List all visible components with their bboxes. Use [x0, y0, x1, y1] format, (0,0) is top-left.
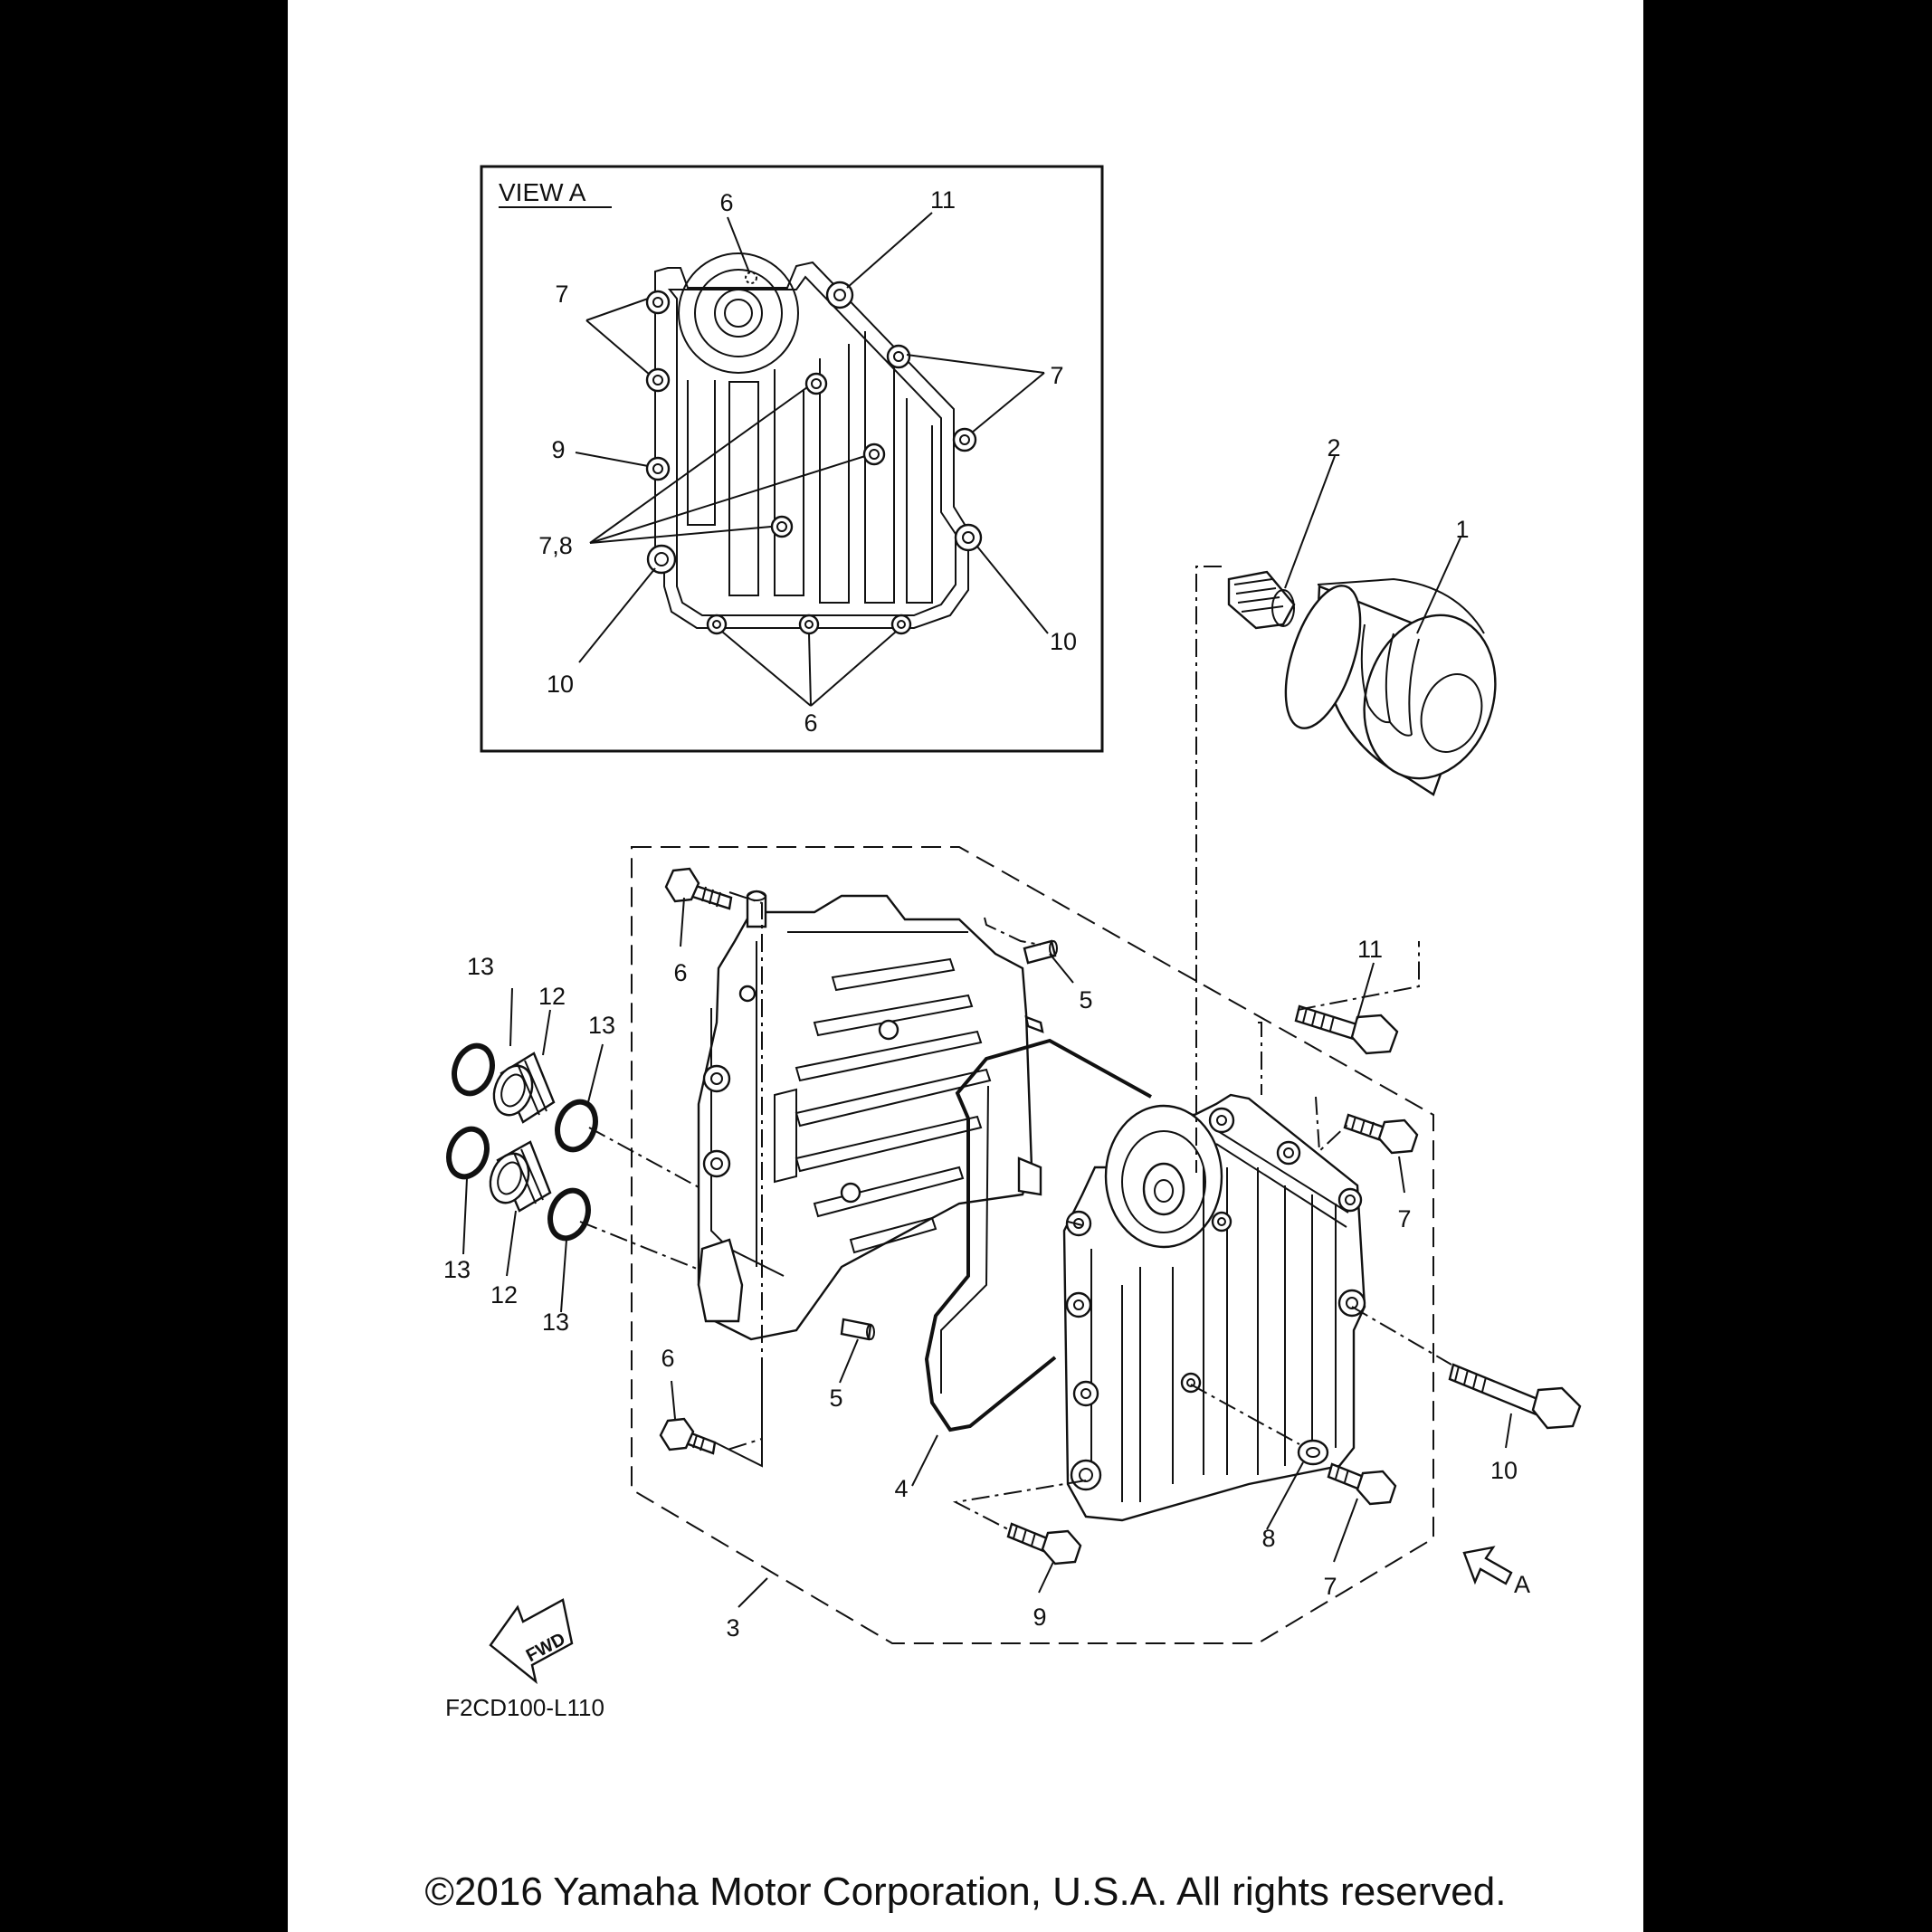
bolt-6-upper [664, 867, 733, 910]
callout-13-lower-left: 13 [443, 1256, 471, 1283]
bolt-10 [1448, 1363, 1582, 1430]
forward-direction-arrow: FWD [489, 1598, 574, 1685]
o-ring-13-lower-right [547, 1187, 591, 1242]
view-a-cover-outline [654, 261, 969, 629]
callout-5-upper: 5 [1079, 986, 1092, 1014]
housing-cooling-fins [774, 957, 992, 1254]
o-ring-13-upper-left [452, 1042, 495, 1097]
callout-leaders [462, 455, 1512, 1608]
callout-6-upper: 6 [673, 959, 687, 986]
callout-13-lower-right: 13 [542, 1309, 569, 1336]
view-a-dowel-hidden [745, 271, 757, 284]
view-a-arrow: A [1462, 1546, 1530, 1598]
view-a-callout-10-right: 10 [1050, 628, 1077, 655]
pipe-12-upper [492, 1052, 556, 1124]
view-a-callout-6-bottom: 6 [804, 709, 817, 737]
callout-12-lower: 12 [490, 1281, 518, 1309]
bolt-11 [1294, 1004, 1399, 1055]
washer-8 [1297, 1439, 1329, 1466]
oil-filter-grip-ribs [1360, 623, 1420, 737]
oil-cooler-gasket [924, 1038, 1152, 1432]
oil-filter [1284, 577, 1497, 796]
view-a-callout-7-8: 7,8 [538, 532, 573, 559]
view-a-filter-mount [678, 252, 799, 374]
view-a-callout-9: 9 [551, 436, 565, 463]
oil-cooler-cover [1062, 1093, 1366, 1522]
callout-13-upper-left: 13 [467, 953, 494, 980]
oil-cooler-housing [697, 890, 1044, 1341]
o-ring-13-upper-right [555, 1099, 598, 1153]
callout-4: 4 [894, 1475, 908, 1502]
copyright-notice: ©2016 Yamaha Motor Corporation, U.S.A. A… [424, 1870, 1507, 1914]
bolt-7-upper [1343, 1113, 1419, 1155]
callout-5-lower: 5 [829, 1385, 842, 1412]
callout-9: 9 [1033, 1604, 1046, 1631]
dowel-pin-5-upper [1023, 939, 1058, 965]
view-a-cover-inner-outline [667, 275, 956, 616]
view-a-callout-10-left: 10 [547, 671, 574, 698]
callout-12-upper: 12 [538, 983, 566, 1010]
view-a-callout-11: 11 [930, 186, 956, 214]
callout-7-lower: 7 [1323, 1573, 1337, 1600]
callout-10: 10 [1490, 1457, 1518, 1484]
view-a-frame [480, 165, 1104, 753]
diagram-code: F2CD100-L110 [445, 1694, 604, 1721]
view-a-inset: VIEW A [480, 165, 1104, 753]
view-a-leaders [575, 212, 1049, 707]
view-a-bolt-bosses [645, 281, 983, 635]
bolt-6-lower [659, 1417, 717, 1455]
view-a-arrow-label: A [1514, 1571, 1530, 1598]
view-a-callout-7-right: 7 [1050, 362, 1063, 389]
callout-7-upper: 7 [1397, 1205, 1411, 1232]
alignment-lines [579, 566, 1452, 1530]
callout-1: 1 [1455, 516, 1469, 543]
callout-11: 11 [1357, 936, 1383, 963]
o-ring-13-lower-left [446, 1126, 490, 1180]
pipe-12-lower [489, 1140, 552, 1213]
dowel-pin-5-lower [840, 1318, 875, 1341]
callout-13-upper-right: 13 [588, 1012, 615, 1039]
view-a-title: VIEW A [499, 178, 586, 206]
callout-3: 3 [726, 1614, 739, 1642]
view-a-callout-7-left: 7 [555, 281, 568, 308]
oil-filter-stud [1227, 570, 1296, 630]
bolt-7-lower [1327, 1462, 1397, 1506]
oil-cooler-assembly-boundary [631, 846, 1434, 1644]
bolt-9 [1006, 1522, 1082, 1566]
view-a-callout-6-top: 6 [719, 189, 733, 216]
callout-8: 8 [1261, 1525, 1275, 1552]
cover-ribs [1090, 1130, 1349, 1502]
callout-6-lower: 6 [661, 1345, 674, 1372]
callout-2: 2 [1327, 434, 1340, 462]
